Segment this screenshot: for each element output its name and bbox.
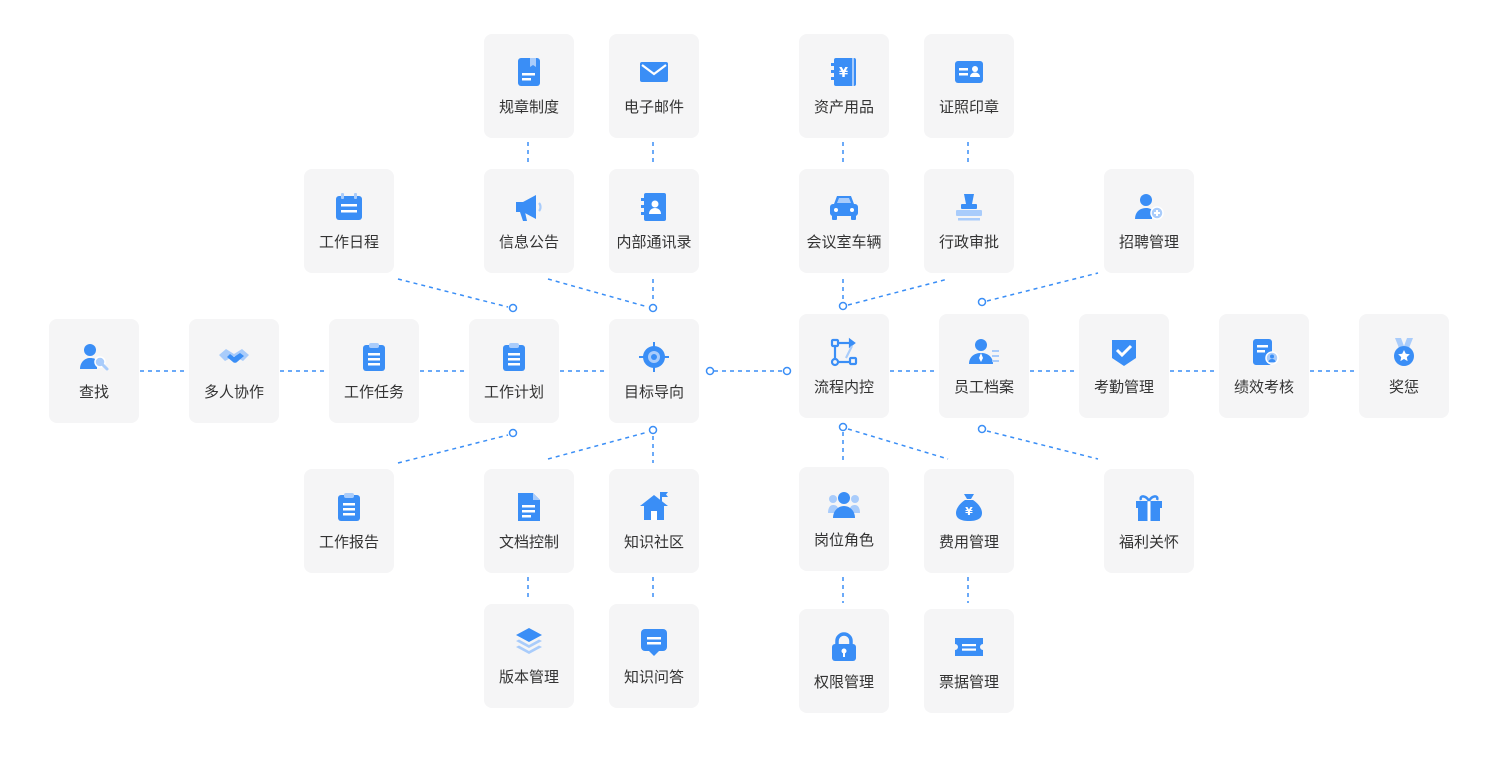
node-email[interactable]: 电子邮件 <box>609 34 699 138</box>
node-label: 奖惩 <box>1388 378 1419 396</box>
stamp-icon <box>953 191 985 223</box>
node-label: 票据管理 <box>938 673 999 691</box>
node-label: 工作计划 <box>483 383 544 401</box>
node-approval[interactable]: 行政审批 <box>924 169 1014 273</box>
node-label: 费用管理 <box>938 533 999 551</box>
node-label: 文档控制 <box>498 533 559 551</box>
node-post[interactable]: 岗位角色 <box>799 467 889 571</box>
flow-icon <box>828 336 860 368</box>
node-label: 知识社区 <box>623 533 684 551</box>
user-add-icon <box>1133 191 1165 223</box>
node-label: 多人协作 <box>203 383 264 401</box>
ledger-yen-icon: ¥ <box>828 56 860 88</box>
svg-text:¥: ¥ <box>839 66 848 81</box>
gift-icon <box>1133 491 1165 523</box>
node-assets[interactable]: ¥ 资产用品 <box>799 34 889 138</box>
node-label: 规章制度 <box>498 98 559 116</box>
node-label: 版本管理 <box>498 668 559 686</box>
clipboard-icon <box>333 491 365 523</box>
node-label: 流程内控 <box>813 378 874 396</box>
ticket-icon <box>953 631 985 663</box>
staff-icon <box>968 336 1000 368</box>
file-icon <box>513 491 545 523</box>
node-performance[interactable]: 绩效考核 <box>1219 314 1309 418</box>
money-bag-icon: ¥ <box>953 491 985 523</box>
clipboard-icon <box>358 341 390 373</box>
node-doc-control[interactable]: 文档控制 <box>484 469 574 573</box>
node-process[interactable]: 流程内控 <box>799 314 889 418</box>
node-label: 工作日程 <box>318 233 379 251</box>
lock-icon <box>828 631 860 663</box>
node-notice[interactable]: 信息公告 <box>484 169 574 273</box>
node-label: 行政审批 <box>938 233 999 251</box>
document-bookmark-icon <box>513 56 545 88</box>
node-staff[interactable]: 员工档案 <box>939 314 1029 418</box>
node-reward[interactable]: 奖惩 <box>1359 314 1449 418</box>
target-icon <box>638 341 670 373</box>
node-label: 考勤管理 <box>1093 378 1154 396</box>
node-report[interactable]: 工作报告 <box>304 469 394 573</box>
node-search[interactable]: 查找 <box>49 319 139 423</box>
clipboard-icon <box>498 341 530 373</box>
envelope-icon <box>638 56 670 88</box>
address-book-icon <box>638 191 670 223</box>
svg-text:¥: ¥ <box>965 505 973 518</box>
node-label: 权限管理 <box>813 673 874 691</box>
node-knowledge[interactable]: 知识社区 <box>609 469 699 573</box>
calendar-icon <box>333 191 365 223</box>
user-search-icon <box>78 341 110 373</box>
node-contacts[interactable]: 内部通讯录 <box>609 169 699 273</box>
doc-user-icon <box>1248 336 1280 368</box>
node-version[interactable]: 版本管理 <box>484 604 574 708</box>
megaphone-icon <box>513 191 545 223</box>
node-collaboration[interactable]: 多人协作 <box>189 319 279 423</box>
node-label: 证照印章 <box>938 98 999 116</box>
node-label: 知识问答 <box>623 668 684 686</box>
user-group-icon <box>828 489 860 521</box>
node-label: 电子邮件 <box>623 98 684 116</box>
car-icon <box>828 191 860 223</box>
handshake-icon <box>218 341 250 373</box>
node-goal[interactable]: 目标导向 <box>609 319 699 423</box>
node-label: 工作报告 <box>318 533 379 551</box>
node-label: 资产用品 <box>813 98 874 116</box>
node-qa[interactable]: 知识问答 <box>609 604 699 708</box>
node-schedule[interactable]: 工作日程 <box>304 169 394 273</box>
layers-icon <box>513 626 545 658</box>
node-label: 绩效考核 <box>1233 378 1294 396</box>
node-label: 查找 <box>78 383 109 401</box>
chat-icon <box>638 626 670 658</box>
node-expense[interactable]: ¥ 费用管理 <box>924 469 1014 573</box>
node-label: 内部通讯录 <box>616 233 692 251</box>
check-badge-icon <box>1108 336 1140 368</box>
node-label: 工作任务 <box>343 383 404 401</box>
node-vehicle[interactable]: 会议室车辆 <box>799 169 889 273</box>
node-label: 福利关怀 <box>1118 533 1179 551</box>
node-permission[interactable]: 权限管理 <box>799 609 889 713</box>
node-license[interactable]: 证照印章 <box>924 34 1014 138</box>
node-label: 招聘管理 <box>1118 233 1179 251</box>
node-task[interactable]: 工作任务 <box>329 319 419 423</box>
node-rules[interactable]: 规章制度 <box>484 34 574 138</box>
node-welfare[interactable]: 福利关怀 <box>1104 469 1194 573</box>
node-label: 信息公告 <box>498 233 559 251</box>
node-label: 会议室车辆 <box>806 233 882 251</box>
house-flag-icon <box>638 491 670 523</box>
node-attendance[interactable]: 考勤管理 <box>1079 314 1169 418</box>
node-recruit[interactable]: 招聘管理 <box>1104 169 1194 273</box>
node-label: 岗位角色 <box>813 531 874 549</box>
id-card-icon <box>953 56 985 88</box>
node-plan[interactable]: 工作计划 <box>469 319 559 423</box>
node-ticket[interactable]: 票据管理 <box>924 609 1014 713</box>
medal-icon <box>1388 336 1420 368</box>
node-label: 员工档案 <box>953 378 1014 396</box>
node-label: 目标导向 <box>623 383 684 401</box>
